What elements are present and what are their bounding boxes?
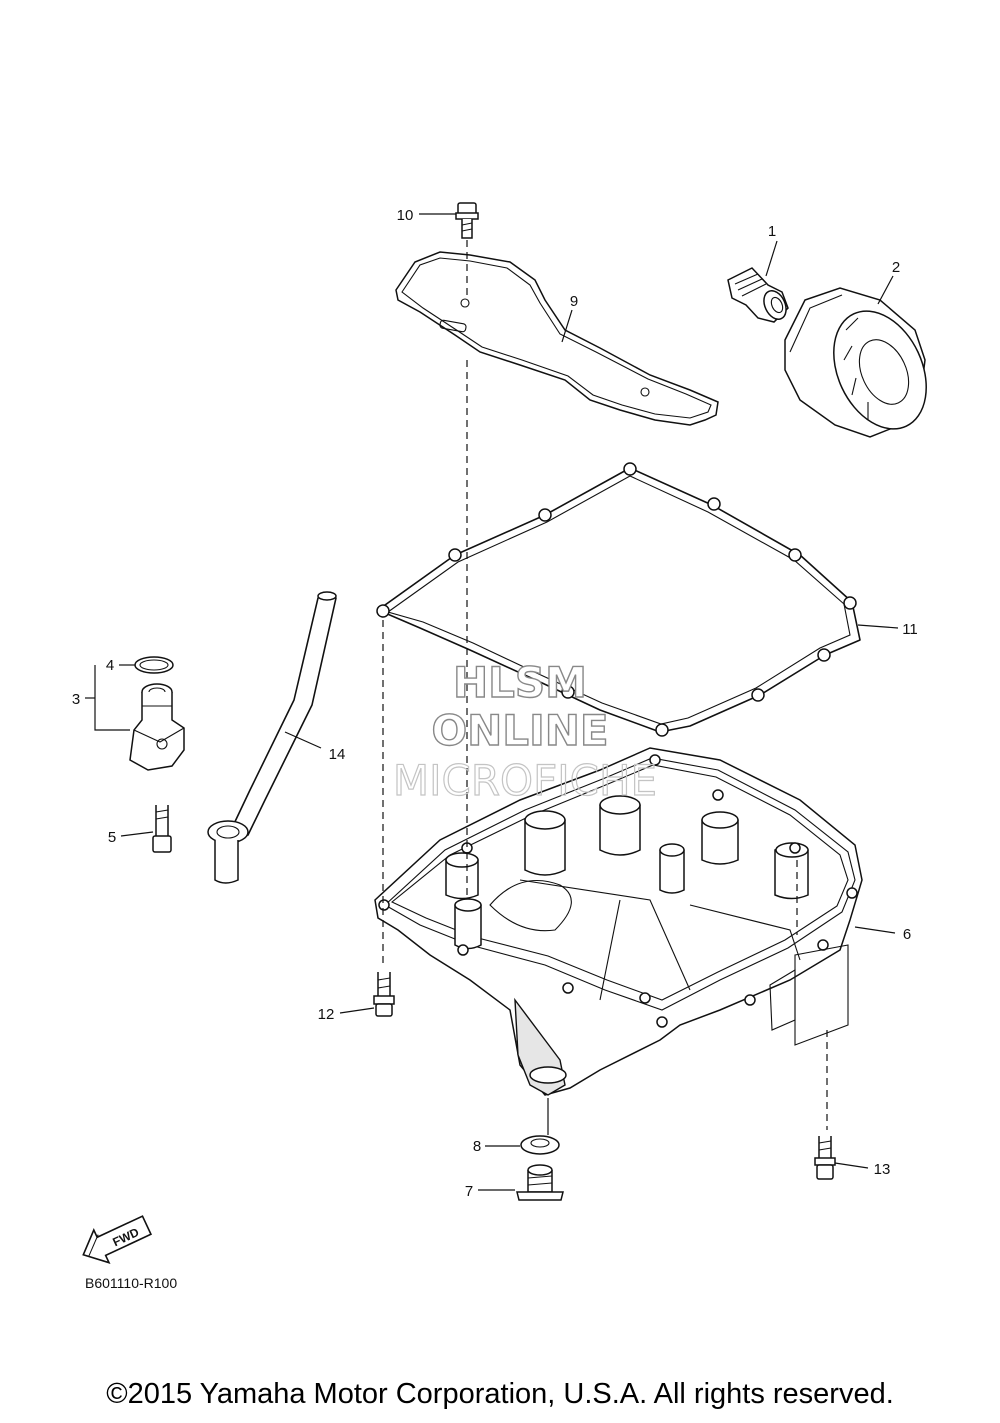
part-11-gasket[interactable] [376,462,861,737]
callout-10: 10 [397,207,414,224]
callout-14: 14 [329,746,346,763]
pan-bolt-holes [378,754,858,1028]
part-1-filter-fitting[interactable] [727,267,790,323]
callout-13: 13 [874,1161,891,1178]
callout-6: 6 [903,926,911,943]
copyright-notice: ©2015 Yamaha Motor Corporation, U.S.A. A… [106,1378,894,1410]
callout-2: 2 [892,259,900,276]
part-9-baffle-plate[interactable] [395,251,719,426]
callout-1: 1 [768,223,776,240]
part-6-oil-pan[interactable] [374,747,863,1096]
part-13-bolt[interactable] [814,1136,836,1180]
callout-labels: 1 2 3 4 5 6 7 8 9 10 11 12 13 14 [72,207,918,1200]
callout-4: 4 [106,657,114,674]
callout-7: 7 [465,1183,473,1200]
part-4-o-ring[interactable] [134,656,174,674]
part-10-bolt[interactable] [455,202,479,239]
leader-lines [85,213,899,1191]
part-2-oil-filter[interactable] [784,287,944,444]
part-8-washer[interactable] [520,1135,560,1155]
part-3-relief-valve[interactable] [129,683,185,771]
part-12-bolt[interactable] [373,972,395,1017]
watermark-line-2: ONLINE [431,706,608,755]
callout-11: 11 [902,621,918,638]
watermark: HLSM ONLINE MICROFICHE [392,657,657,805]
callout-3: 3 [72,691,80,708]
callout-5: 5 [108,829,116,846]
callout-12: 12 [318,1006,335,1023]
alignment-lines [382,240,828,1135]
watermark-line-3: MICROFICHE [393,756,657,805]
watermark-line-1: HLSM [453,658,587,707]
callout-9: 9 [570,293,578,310]
part-7-drain-bolt[interactable] [516,1164,564,1201]
forward-arrow-icon: FWD [82,1215,153,1264]
part-14-oil-pipe[interactable] [207,591,337,884]
gasket-bolt-holes [376,462,857,737]
diagram-reference: B601110-R100 [85,1275,177,1291]
callout-8: 8 [473,1138,481,1155]
part-5-bolt[interactable] [152,805,172,853]
